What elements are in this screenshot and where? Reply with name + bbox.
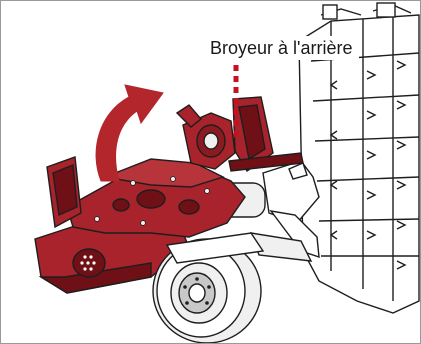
transport-wheel: [153, 233, 263, 343]
callout-label-rear-mower: Broyeur à l'arrière: [204, 36, 359, 60]
